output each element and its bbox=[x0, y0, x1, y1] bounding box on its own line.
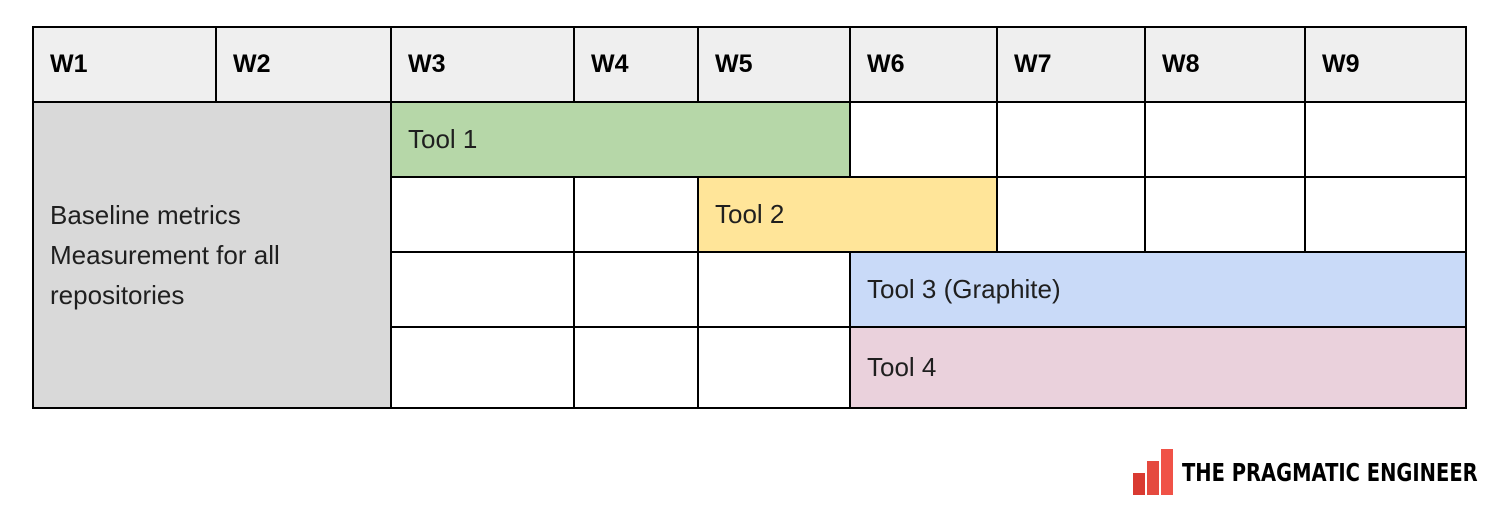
empty-cell bbox=[1144, 101, 1306, 178]
empty-cell bbox=[1304, 176, 1467, 253]
week-header-w7: W7 bbox=[996, 26, 1146, 103]
brand-name: THE PRAGMATIC ENGINEER bbox=[1182, 457, 1478, 487]
week-header-w2: W2 bbox=[215, 26, 392, 103]
schedule-table: W1 W2 W3 W4 W5 W6 W7 W8 W9 Baseline metr… bbox=[32, 26, 1467, 409]
empty-cell bbox=[1144, 176, 1306, 253]
week-header-w4: W4 bbox=[573, 26, 699, 103]
week-header-w6: W6 bbox=[849, 26, 998, 103]
week-header-w8: W8 bbox=[1144, 26, 1306, 103]
empty-cell bbox=[996, 101, 1146, 178]
empty-cell bbox=[1304, 101, 1467, 178]
empty-cell bbox=[849, 101, 998, 178]
empty-cell bbox=[697, 251, 851, 328]
tool-1-row: Baseline metrics Measurement for all rep… bbox=[32, 101, 1467, 409]
baseline-metrics-cell: Baseline metrics Measurement for all rep… bbox=[32, 101, 392, 409]
empty-cell bbox=[573, 176, 699, 253]
tool-2-row: Tool 2 bbox=[33, 176, 1467, 253]
tool-4-bar: Tool 4 bbox=[849, 326, 1467, 409]
header-row: W1 W2 W3 W4 W5 W6 W7 W8 W9 bbox=[32, 26, 1467, 103]
empty-cell bbox=[390, 251, 575, 328]
tool-2-bar: Tool 2 bbox=[697, 176, 998, 253]
tool-3-row: Tool 3 (Graphite) bbox=[33, 251, 1467, 328]
week-header-w3: W3 bbox=[390, 26, 575, 103]
empty-cell bbox=[390, 176, 575, 253]
brand-logo: THE PRAGMATIC ENGINEER bbox=[1133, 449, 1478, 495]
tool-4-row: Tool 4 bbox=[33, 326, 1467, 409]
week-header-w5: W5 bbox=[697, 26, 851, 103]
empty-cell bbox=[573, 251, 699, 328]
empty-cell bbox=[573, 326, 699, 409]
tool-1-bar: Tool 1 bbox=[390, 101, 851, 178]
empty-cell bbox=[697, 326, 851, 409]
week-header-w9: W9 bbox=[1304, 26, 1467, 103]
bar-chart-icon bbox=[1133, 449, 1173, 495]
empty-cell bbox=[390, 326, 575, 409]
tool-3-bar: Tool 3 (Graphite) bbox=[849, 251, 1467, 328]
week-header-w1: W1 bbox=[32, 26, 217, 103]
empty-cell bbox=[996, 176, 1146, 253]
